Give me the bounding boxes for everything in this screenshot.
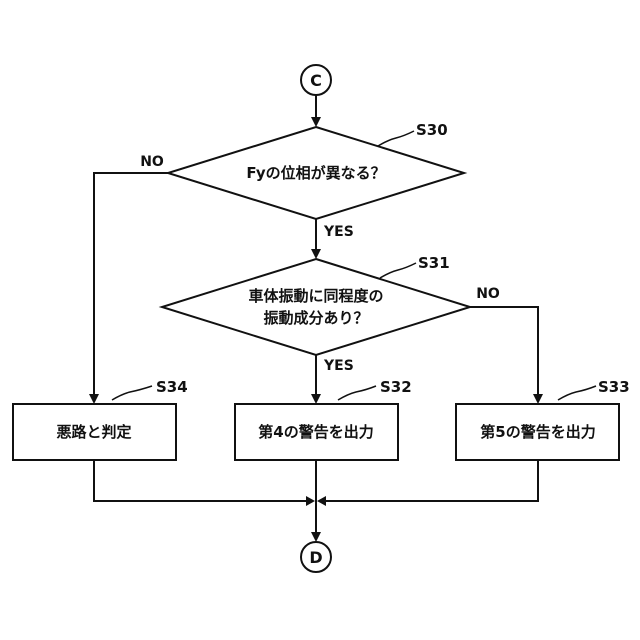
step-s34-leader bbox=[112, 386, 152, 400]
merge-line-from-s33 bbox=[326, 460, 538, 501]
arrowhead-s31-no bbox=[533, 394, 543, 404]
merge-arrowhead-right bbox=[317, 496, 326, 506]
process-s32-text: 第4の警告を出力 bbox=[258, 423, 373, 441]
decision-s31-text-line2: 振動成分あり？ bbox=[263, 309, 368, 327]
branch-s31-no-label: NO bbox=[476, 286, 500, 302]
arrowhead-s30-yes bbox=[311, 249, 321, 259]
arrowhead-s31-yes bbox=[311, 394, 321, 404]
process-s33-text: 第5の警告を出力 bbox=[480, 423, 595, 441]
step-s30-id: S30 bbox=[416, 121, 448, 139]
step-s33-leader bbox=[558, 386, 596, 400]
merge-line-from-s34 bbox=[94, 460, 306, 501]
branch-s30-no-label: NO bbox=[140, 154, 164, 170]
step-s33-id: S33 bbox=[598, 378, 630, 396]
step-s31-leader bbox=[380, 263, 416, 278]
decision-s30-text: Fyの位相が異なる？ bbox=[246, 164, 385, 182]
start-connector-label: C bbox=[310, 71, 322, 90]
merge-arrowhead-left bbox=[306, 496, 315, 506]
end-connector-label: D bbox=[309, 548, 322, 567]
decision-s31-text-line1: 車体振動に同程度の bbox=[248, 287, 383, 305]
branch-s31-yes-label: YES bbox=[323, 358, 354, 374]
branch-s30-yes-label: YES bbox=[323, 224, 354, 240]
step-s31-id: S31 bbox=[418, 254, 450, 272]
step-s30-leader bbox=[378, 131, 414, 146]
step-s32-leader bbox=[338, 386, 376, 400]
arrowhead-c-to-s30 bbox=[311, 117, 321, 127]
branch-s31-no-line bbox=[470, 307, 538, 395]
branch-s30-no-line bbox=[94, 173, 168, 395]
arrowhead-to-d bbox=[311, 532, 321, 542]
arrowhead-s30-no bbox=[89, 394, 99, 404]
step-s34-id: S34 bbox=[156, 378, 188, 396]
step-s32-id: S32 bbox=[380, 378, 412, 396]
decision-s31 bbox=[162, 259, 470, 355]
process-s34-text: 悪路と判定 bbox=[56, 423, 131, 441]
